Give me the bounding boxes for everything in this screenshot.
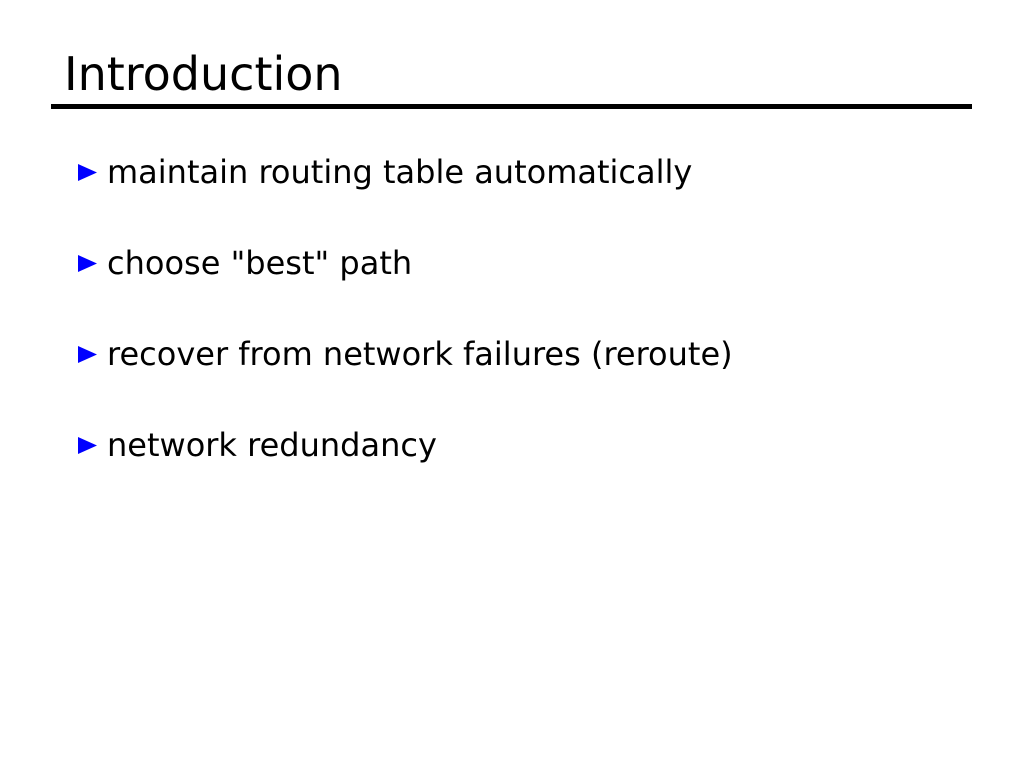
list-item-label: network redundancy [107, 426, 437, 464]
title-underline-rule [51, 104, 972, 109]
triangle-right-icon [78, 437, 97, 454]
slide-title-block: Introduction [51, 48, 972, 109]
list-item: recover from network failures (reroute) [78, 334, 978, 425]
triangle-right-icon [78, 164, 97, 181]
bullet-list: maintain routing table automatically cho… [78, 152, 978, 516]
triangle-right-icon [78, 346, 97, 363]
list-item-label: choose "best" path [107, 244, 413, 282]
list-item: choose "best" path [78, 243, 978, 334]
list-item: maintain routing table automatically [78, 152, 978, 243]
page-title: Introduction [64, 47, 343, 101]
triangle-right-icon [78, 255, 97, 272]
list-item-label: maintain routing table automatically [107, 153, 693, 191]
list-item-label: recover from network failures (reroute) [107, 335, 733, 373]
list-item: network redundancy [78, 425, 978, 516]
